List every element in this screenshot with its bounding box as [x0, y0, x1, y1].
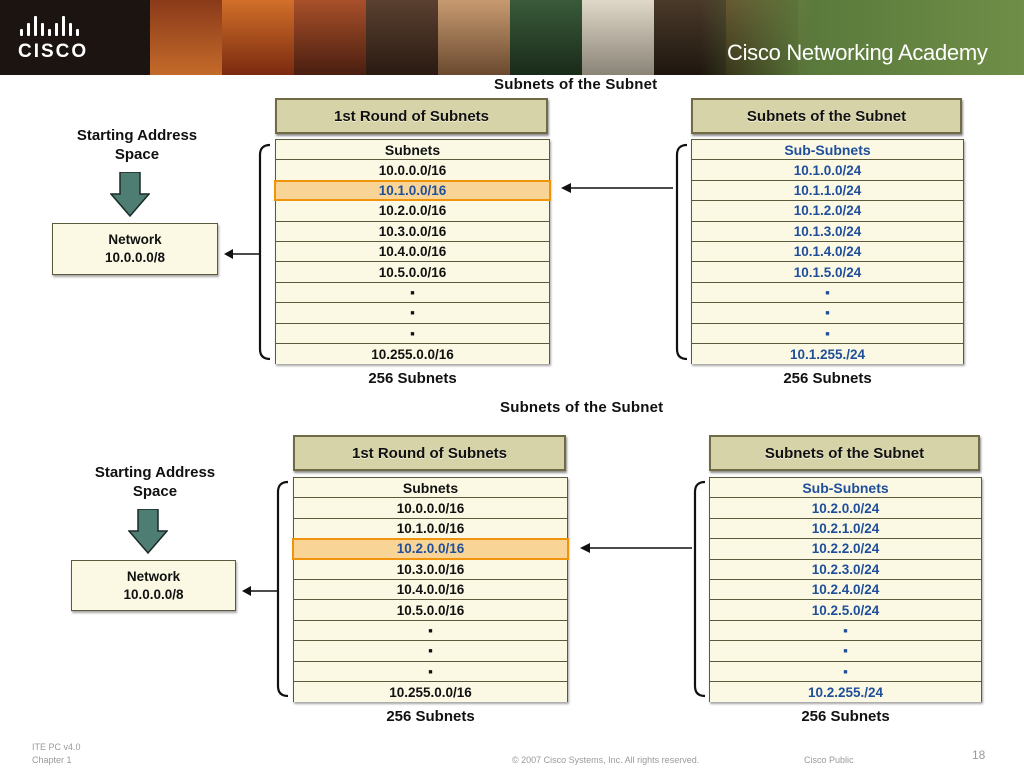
table-header-cell: Sub-Subnets	[692, 140, 963, 161]
table-row: 10.2.4.0/24	[710, 579, 981, 601]
header-banner: CISCO Cisco Networking Academy	[0, 0, 1024, 75]
network-box: Network 10.0.0.0/8	[71, 560, 236, 611]
right-bracket	[693, 480, 706, 698]
table-row: 10.2.0.0/24	[710, 498, 981, 519]
table-row: 10.4.0.0/16	[276, 241, 549, 263]
table-row: 10.1.0.0/16	[294, 518, 567, 540]
right-column-header: Subnets of the Subnet	[691, 98, 962, 134]
subnet-count: 256 Subnets	[368, 370, 457, 387]
footer-course: ITE PC v4.0	[32, 742, 81, 752]
left-bracket	[276, 480, 289, 698]
subnet-count: 256 Subnets	[386, 708, 475, 725]
table-row: ▪	[276, 323, 549, 344]
down-arrow-icon	[128, 509, 168, 555]
table-row: 10.1.1.0/24	[692, 180, 963, 202]
table-header-cell: Subnets	[294, 478, 567, 499]
diagram-2: Subnets of the Subnet Starting Address S…	[0, 398, 1024, 725]
left-bracket	[258, 143, 271, 361]
table-header-cell: Sub-Subnets	[710, 478, 981, 499]
table-row: 10.1.0.0/24	[692, 160, 963, 181]
left-arrow-icon	[561, 183, 673, 193]
table-row: ▪	[276, 282, 549, 304]
cisco-logo: CISCO	[18, 14, 98, 64]
footer-chapter: Chapter 1	[32, 755, 72, 765]
left-arrow-icon	[580, 543, 692, 553]
table-row: ▪	[692, 303, 963, 324]
table-row: ▪	[710, 620, 981, 642]
table-row: ▪	[692, 282, 963, 304]
sub-subnet-count: 256 Subnets	[801, 708, 890, 725]
left-column-header: 1st Round of Subnets	[293, 435, 566, 471]
table-row: 10.3.0.0/16	[294, 559, 567, 580]
diagram-title: Subnets of the Subnet	[500, 399, 664, 416]
cisco-bars-icon	[20, 14, 98, 36]
table-row: ▪	[710, 641, 981, 662]
table-row: ▪	[294, 661, 567, 682]
table-row: 10.1.2.0/24	[692, 201, 963, 222]
table-header-cell: Subnets	[276, 140, 549, 161]
starting-address-label: Starting Address Space	[94, 464, 216, 500]
table-row: 10.255.0.0/16	[294, 681, 567, 703]
table-row: 10.1.4.0/24	[692, 241, 963, 263]
table-row: ▪	[294, 620, 567, 642]
table-row: ▪	[710, 661, 981, 682]
table-row: 10.3.0.0/16	[276, 221, 549, 242]
table-row: ▪	[692, 323, 963, 344]
table-row: 10.2.1.0/24	[710, 518, 981, 540]
diagram-title: Subnets of the Subnet	[494, 76, 658, 93]
down-arrow-icon	[110, 172, 150, 218]
table-row: 10.1.3.0/24	[692, 221, 963, 242]
page-number: 18	[972, 748, 986, 762]
table-row: 10.2.5.0/24	[710, 600, 981, 621]
right-bracket	[675, 143, 688, 361]
footer-copyright: © 2007 Cisco Systems, Inc. All rights re…	[512, 755, 700, 765]
footer-classification: Cisco Public	[804, 755, 854, 765]
table-row: 10.5.0.0/16	[276, 262, 549, 283]
table-row: 10.255.0.0/16	[276, 343, 549, 365]
starting-address-label: Starting Address Space	[76, 127, 198, 163]
table-row: 10.5.0.0/16	[294, 600, 567, 621]
left-column-header: 1st Round of Subnets	[275, 98, 548, 134]
network-box: Network 10.0.0.0/8	[52, 223, 218, 275]
table-row: 10.2.0.0/16	[276, 201, 549, 222]
table-row: 10.0.0.0/16	[294, 498, 567, 519]
table-row: ▪	[276, 303, 549, 324]
table-row: 10.2.255./24	[710, 681, 981, 703]
table-row: 10.0.0.0/16	[276, 160, 549, 181]
table-row: ▪	[294, 641, 567, 662]
table-row: 10.2.2.0/24	[710, 539, 981, 560]
left-arrow-icon	[224, 249, 260, 259]
highlighted-subnet-row: 10.1.0.0/16	[274, 179, 551, 202]
table-row: 10.1.255./24	[692, 343, 963, 365]
left-arrow-icon	[242, 586, 278, 596]
diagram-1: Subnets of the Subnet Starting Address S…	[0, 75, 1024, 395]
sub-subnet-count: 256 Subnets	[783, 370, 872, 387]
right-column-header: Subnets of the Subnet	[709, 435, 980, 471]
cisco-logo-text: CISCO	[18, 41, 89, 62]
academy-title: Cisco Networking Academy	[727, 40, 988, 65]
table-row: 10.4.0.0/16	[294, 579, 567, 601]
table-row: 10.1.5.0/24	[692, 262, 963, 283]
highlighted-subnet-row: 10.2.0.0/16	[292, 538, 569, 560]
table-row: 10.2.3.0/24	[710, 559, 981, 580]
